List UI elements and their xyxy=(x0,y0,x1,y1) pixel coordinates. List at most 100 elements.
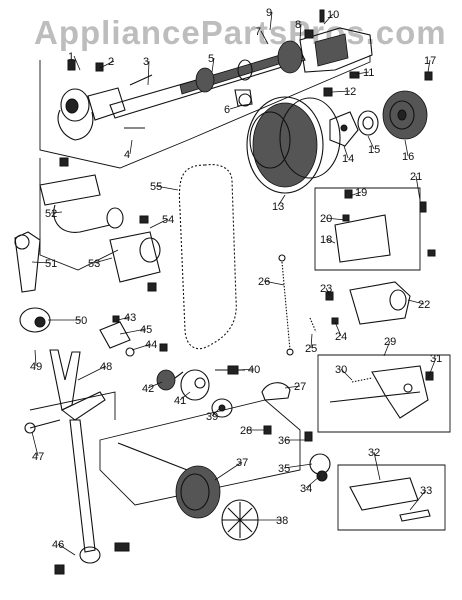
callout-49: 49 xyxy=(30,361,42,373)
callout-12: 12 xyxy=(344,86,356,98)
part-50 xyxy=(19,307,51,333)
washer-15 xyxy=(357,110,379,136)
leader-line-47 xyxy=(31,431,39,457)
callout-16: 16 xyxy=(402,151,414,163)
callout-19: 19 xyxy=(355,187,367,199)
watermark: AppliancePartsPros.com xyxy=(34,14,447,51)
leader-line-45 xyxy=(119,328,147,335)
callout-27: 27 xyxy=(294,381,306,393)
callout-17: 17 xyxy=(424,55,436,67)
leader-line-14 xyxy=(343,145,349,159)
callout-26: 26 xyxy=(258,276,270,288)
leader-line-42 xyxy=(147,381,163,389)
callout-52: 52 xyxy=(45,208,57,220)
callout-31: 31 xyxy=(430,353,442,365)
callout-38: 38 xyxy=(276,515,288,527)
callout-8: 8 xyxy=(295,19,301,31)
callout-21: 21 xyxy=(410,171,422,183)
callout-36: 36 xyxy=(278,435,290,447)
gear-41 xyxy=(174,369,210,401)
leader-line-9 xyxy=(269,11,273,31)
bracket-18 xyxy=(334,189,436,263)
leader-line-11 xyxy=(355,71,370,75)
callout-20: 20 xyxy=(320,213,332,225)
mechanism-plate-29 xyxy=(329,365,434,419)
mechanism-frame xyxy=(317,354,451,433)
callout-47: 47 xyxy=(32,451,44,463)
leader-line-17 xyxy=(427,59,431,73)
callout-25: 25 xyxy=(305,343,317,355)
callout-14: 14 xyxy=(342,153,354,165)
callout-9: 9 xyxy=(266,7,272,19)
callout-18: 18 xyxy=(320,234,332,246)
long-lever-46 xyxy=(54,419,130,575)
callout-39: 39 xyxy=(206,411,218,423)
leader-line-6 xyxy=(229,105,241,110)
pulley-16 xyxy=(382,90,428,140)
callout-29: 29 xyxy=(384,336,396,348)
left-lever-frame xyxy=(29,391,116,420)
leader-line-20 xyxy=(325,217,346,221)
bolt-47 xyxy=(24,419,61,434)
fork-lever-48 xyxy=(49,349,106,421)
part-28 xyxy=(263,425,272,435)
right-bracket-frame xyxy=(314,187,421,271)
leader-line-1 xyxy=(73,55,81,71)
callout-34: 34 xyxy=(300,483,312,495)
bracket-53-54 xyxy=(109,215,161,292)
part-35-36 xyxy=(304,431,331,482)
leader-line-32 xyxy=(373,451,381,481)
callout-55: 55 xyxy=(150,181,162,193)
callout-40: 40 xyxy=(248,364,260,376)
callout-30: 30 xyxy=(335,364,347,376)
leader-line-12 xyxy=(331,90,351,93)
spring-30 xyxy=(351,377,373,383)
callout-41: 41 xyxy=(174,395,186,407)
parts-43-45 xyxy=(99,315,168,357)
leader-line-8 xyxy=(299,23,302,41)
callout-43: 43 xyxy=(124,312,136,324)
callout-23: 23 xyxy=(320,283,332,295)
spring-25 xyxy=(309,317,317,333)
leader-line-51 xyxy=(31,261,52,264)
callout-46: 46 xyxy=(52,539,64,551)
leader-line-23 xyxy=(325,287,331,297)
plate-14 xyxy=(329,111,359,147)
leader-line-22 xyxy=(407,299,425,305)
leader-line-30 xyxy=(340,368,353,381)
part-27 xyxy=(261,382,291,401)
leader-line-37 xyxy=(214,461,243,481)
callout-6: 6 xyxy=(224,104,230,116)
shuttle-frame xyxy=(337,464,446,531)
leader-line-54 xyxy=(149,218,169,229)
callout-4: 4 xyxy=(124,149,130,161)
leader-line-55 xyxy=(155,185,179,191)
callout-5: 5 xyxy=(208,53,214,65)
callout-44: 44 xyxy=(145,339,157,351)
arm-51 xyxy=(14,231,41,293)
callout-3: 3 xyxy=(143,56,149,68)
leader-line-3 xyxy=(147,60,150,86)
callout-53: 53 xyxy=(88,258,100,270)
leader-line-43 xyxy=(117,316,131,321)
callout-22: 22 xyxy=(418,299,430,311)
leader-line-18 xyxy=(325,238,336,244)
leader-line-27 xyxy=(284,385,301,389)
rocker-frame xyxy=(39,158,119,271)
leader-line-29 xyxy=(383,340,391,357)
callout-48: 48 xyxy=(100,361,112,373)
leader-line-52 xyxy=(50,211,63,214)
leader-line-2 xyxy=(99,60,115,69)
leader-line-39 xyxy=(211,407,221,417)
callout-11: 11 xyxy=(363,67,374,79)
leader-line-49 xyxy=(34,349,37,367)
callout-2: 2 xyxy=(108,56,114,68)
callout-51: 51 xyxy=(45,258,57,270)
callout-24: 24 xyxy=(335,331,347,343)
callout-54: 54 xyxy=(162,214,174,226)
callout-15: 15 xyxy=(368,144,380,156)
callout-37: 37 xyxy=(236,457,248,469)
rocker-shaft-52 xyxy=(39,157,124,233)
